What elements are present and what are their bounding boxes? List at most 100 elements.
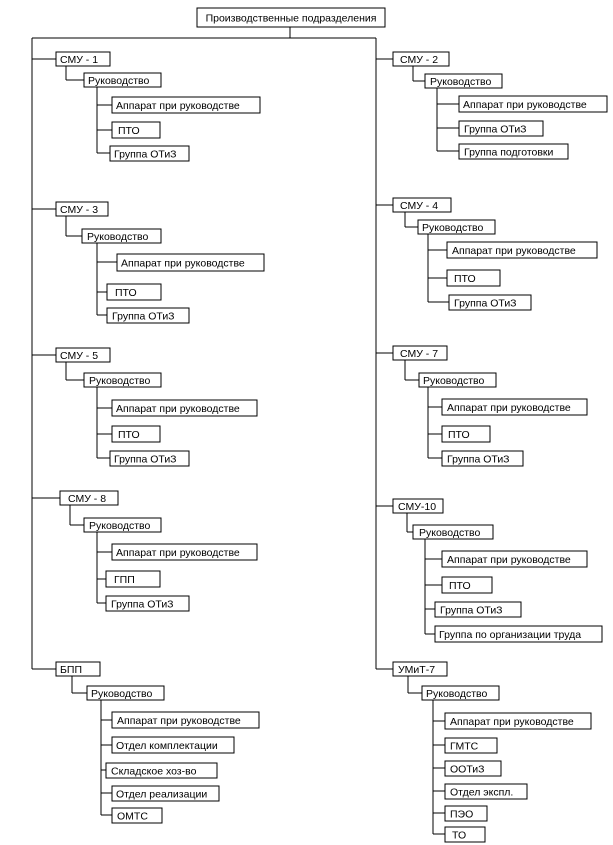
department-box: ПТО <box>111 121 161 139</box>
department-label: ПТО <box>454 273 476 285</box>
department-box: Аппарат при руководстве <box>111 399 258 417</box>
unit-box: СМУ - 4 <box>392 197 452 213</box>
department-label: ГПП <box>114 574 135 586</box>
management-box: Руководство <box>421 685 500 701</box>
unit-box: СМУ - 5 <box>55 347 111 363</box>
management-label: Руководство <box>426 688 488 700</box>
department-label: Аппарат при руководстве <box>452 245 576 257</box>
department-box: Группа ОТиЗ <box>458 120 544 137</box>
department-label: Отдел реализации <box>116 789 207 801</box>
department-label: Аппарат при руководстве <box>447 402 571 414</box>
management-label: Руководство <box>87 231 149 243</box>
root-node: Производственные подразделения <box>196 7 386 28</box>
department-label: Группа ОТиЗ <box>447 454 510 466</box>
department-box: Группа ОТиЗ <box>441 450 524 467</box>
department-box: Отдел реализации <box>111 785 220 802</box>
department-box: ПТО <box>441 425 491 443</box>
unit-label: СМУ - 8 <box>68 493 106 505</box>
department-box: Группа ОТиЗ <box>109 145 190 162</box>
department-box: ПТО <box>441 576 493 594</box>
department-label: Аппарат при руководстве <box>116 403 240 415</box>
department-label: Аппарат при руководстве <box>463 99 587 111</box>
department-label: ООТиЗ <box>450 764 485 776</box>
management-box: Руководство <box>418 372 497 388</box>
department-box: ОМТС <box>111 807 163 824</box>
unit-label: СМУ-10 <box>398 501 436 513</box>
department-box: ПТО <box>106 283 162 301</box>
management-box: Руководство <box>412 524 494 540</box>
department-label: Аппарат при руководстве <box>450 716 574 728</box>
department-label: ПТО <box>448 429 470 441</box>
unit-label: СМУ - 3 <box>60 204 98 216</box>
department-box: Аппарат при руководстве <box>446 241 598 259</box>
department-label: ТО <box>452 830 466 842</box>
management-label: Руководство <box>91 688 153 700</box>
department-label: Аппарат при руководстве <box>447 554 571 566</box>
department-label: ПЭО <box>450 809 473 821</box>
unit-box: БПП <box>55 661 101 677</box>
management-box: Руководство <box>424 73 503 89</box>
management-box: Руководство <box>83 372 162 388</box>
management-box: Руководство <box>81 228 162 244</box>
department-label: Группа ОТиЗ <box>440 605 503 617</box>
department-box: Группа ОТиЗ <box>105 595 190 612</box>
department-label: Отдел комплектации <box>116 740 218 752</box>
root-label: Производственные подразделения <box>206 13 377 25</box>
management-label: Руководство <box>422 222 484 234</box>
department-label: Группа ОТиЗ <box>112 311 175 323</box>
department-label: Группа ОТиЗ <box>114 454 177 466</box>
department-label: Группа ОТиЗ <box>111 599 174 611</box>
department-label: Аппарат при руководстве <box>116 547 240 559</box>
department-label: Группа ОТиЗ <box>464 124 527 136</box>
management-label: Руководство <box>88 75 150 87</box>
management-box: Руководство <box>83 517 162 533</box>
department-label: Группа по организации труда <box>439 629 581 641</box>
department-label: ПТО <box>118 429 140 441</box>
department-box: Аппарат при руководстве <box>111 711 260 729</box>
connector-lines <box>31 27 459 835</box>
unit-label: СМУ - 2 <box>400 54 438 66</box>
unit-label: СМУ - 7 <box>400 348 438 360</box>
management-box: Руководство <box>83 72 162 88</box>
department-box: ПЭО <box>444 805 488 822</box>
management-label: Руководство <box>423 375 485 387</box>
unit-label: СМУ - 1 <box>60 54 98 66</box>
department-label: Группа ОТиЗ <box>114 149 177 161</box>
department-box: Аппарат при руководстве <box>111 96 261 114</box>
unit-box: УМиТ-7 <box>392 661 448 677</box>
unit-box: СМУ-10 <box>392 498 444 514</box>
department-box: Группа по организации труда <box>434 625 603 643</box>
department-label: Отдел экспл. <box>450 787 513 799</box>
department-box: Аппарат при руководстве <box>458 95 608 113</box>
management-box: Руководство <box>417 219 496 235</box>
unit-box: СМУ - 2 <box>392 51 450 67</box>
management-label: Руководство <box>419 527 481 539</box>
management-box: Руководство <box>86 685 165 701</box>
department-box: Аппарат при руководстве <box>441 550 588 568</box>
department-box: Складское хоз-во <box>105 762 218 779</box>
unit-label: СМУ - 5 <box>60 350 98 362</box>
department-box: Отдел экспл. <box>444 783 528 800</box>
department-box: Группа ОТиЗ <box>448 294 532 311</box>
department-box: ТО <box>444 826 486 843</box>
management-label: Руководство <box>89 520 151 532</box>
department-box: Аппарат при руководстве <box>441 398 588 416</box>
department-box: ГПП <box>105 570 161 588</box>
department-label: ПТО <box>118 125 140 137</box>
department-box: Аппарат при руководстве <box>111 543 258 561</box>
unit-box: СМУ - 1 <box>55 51 111 67</box>
unit-label: БПП <box>60 664 82 676</box>
department-label: Аппарат при руководстве <box>117 715 241 727</box>
department-label: ПТО <box>449 580 471 592</box>
department-box: Отдел комплектации <box>111 736 235 754</box>
department-box: ГМТС <box>444 737 498 754</box>
department-label: Группа ОТиЗ <box>454 298 517 310</box>
unit-box: СМУ - 3 <box>55 201 109 217</box>
department-label: ОМТС <box>117 811 148 823</box>
department-box: ПТО <box>111 425 161 443</box>
department-label: Группа подготовки <box>464 147 554 159</box>
department-label: ГМТС <box>450 741 479 753</box>
department-box: ПТО <box>446 269 501 287</box>
department-label: Складское хоз-во <box>111 766 197 778</box>
